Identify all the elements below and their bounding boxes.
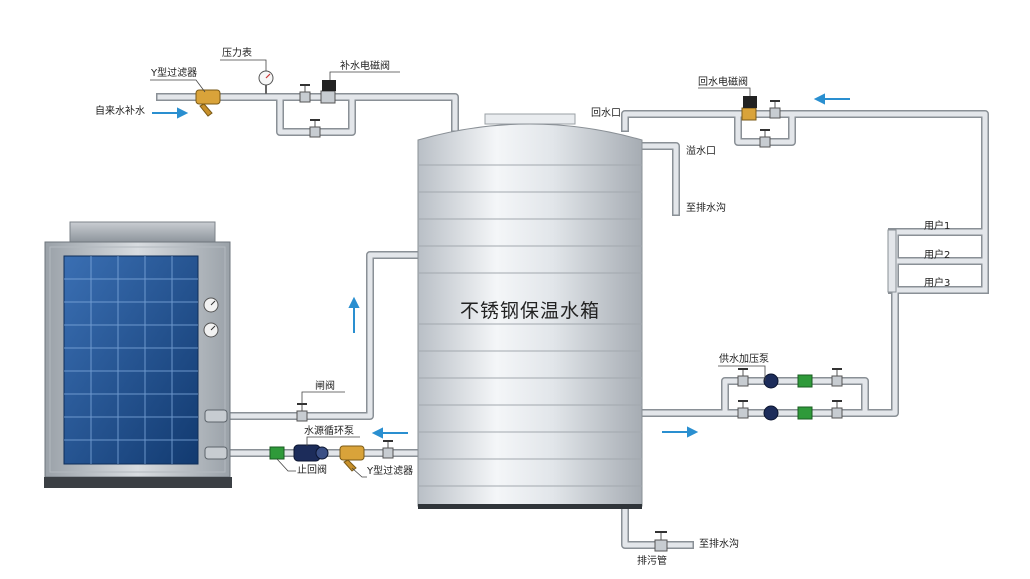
drain-top-label: 至排水沟 (686, 203, 726, 214)
makeup-solenoid-valve-icon (320, 80, 336, 104)
user-riser (887, 229, 897, 293)
supply-pump-label: 供水加压泵 (719, 354, 769, 365)
flow-arrows (152, 93, 850, 439)
user3-label: 用户3 (924, 278, 951, 289)
makeup-solenoid-label: 补水电磁阀 (340, 61, 390, 72)
gate-valve-tank-inlet-icon (382, 440, 394, 459)
unit-inlet-fitting (204, 446, 228, 460)
gate-valve-icon (299, 84, 321, 138)
check-valve-label: 止回阀 (297, 465, 327, 476)
evaporator-panel (63, 255, 199, 465)
pressure-gauge-label: 压力表 (222, 48, 252, 59)
sewage-pipe-label: 排污管 (637, 556, 667, 567)
return-solenoid-label: 回水电磁阀 (698, 77, 748, 88)
unit-gauge-icon (203, 297, 219, 338)
drain-valve-icon (654, 531, 668, 552)
unit-outlet-fitting (204, 409, 228, 423)
gate-valve-label: 闸阀 (315, 381, 335, 392)
gate-valve-unit-icon (296, 403, 308, 422)
insulated-water-tank (417, 113, 643, 509)
arrow-up-icon (348, 296, 360, 333)
user2-label: 用户2 (924, 250, 951, 261)
arrow-right-icon (152, 107, 189, 119)
return-port-label: 回水口 (591, 108, 621, 119)
y-filter-bottom-label: Y型过滤器 (367, 466, 414, 477)
overflow-port-label: 溢水口 (686, 146, 716, 157)
city-water-label: 自来水补水 (95, 106, 145, 117)
heat-pump-unit (44, 221, 232, 488)
arrow-left-icon (371, 427, 408, 439)
pressure-gauge-icon (258, 70, 274, 94)
arrow-right-icon (662, 426, 699, 438)
circ-pump-label: 水源循环泵 (304, 426, 354, 437)
drain-bottom-label: 至排水沟 (699, 539, 739, 550)
arrow-left-icon (813, 93, 850, 105)
supply-pump-group-icon (737, 368, 843, 421)
circulation-pump-icon (293, 444, 329, 462)
y-filter-top-icon (195, 89, 221, 117)
y-filter-bottom-icon (339, 445, 365, 472)
user1-label: 用户1 (924, 221, 951, 232)
check-valve-icon (269, 446, 285, 460)
return-solenoid-valve-icon (741, 96, 781, 148)
y-filter-top-label: Y型过滤器 (151, 68, 198, 79)
tank-title: 不锈钢保温水箱 (459, 300, 600, 322)
leader-lines (150, 59, 766, 478)
